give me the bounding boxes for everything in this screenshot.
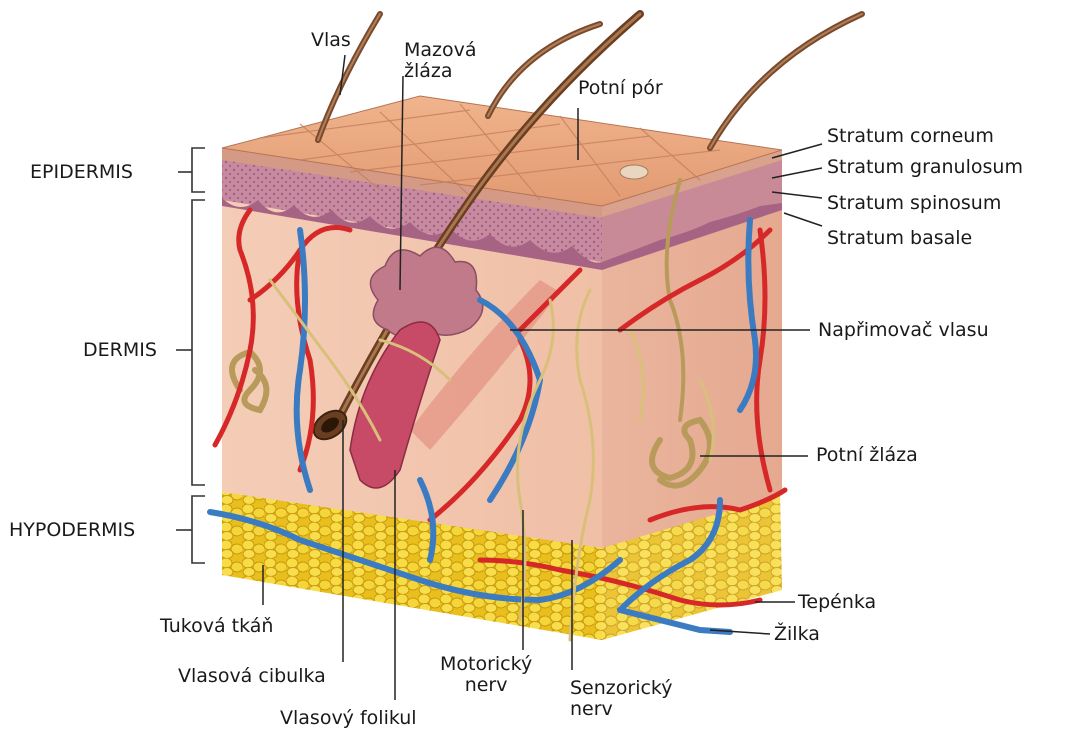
label-hair-bulb: Vlasová cibulka [178, 666, 326, 687]
layer-brackets [176, 148, 205, 563]
sweat-pore [620, 165, 648, 179]
label-stratum-corneum: Stratum corneum [827, 126, 994, 147]
label-stratum-granulosum: Stratum granulosum [827, 157, 1023, 178]
label-arteriole: Tepénka [798, 592, 876, 613]
label-hair-follicle: Vlasový folikul [280, 708, 417, 729]
label-motor-nerve: Motorický nerv [440, 654, 532, 696]
label-dermis: DERMIS [83, 340, 157, 361]
label-hair: Vlas [311, 30, 351, 51]
label-stratum-spinosum: Stratum spinosum [827, 193, 1001, 214]
label-sensory-nerve: Senzorický nerv [570, 678, 673, 720]
label-sebaceous-gland: Mazová žláza [404, 40, 477, 82]
label-stratum-basale: Stratum basale [827, 228, 972, 249]
label-sweat-pore: Potní pór [578, 78, 663, 99]
label-epidermis: EPIDERMIS [30, 162, 133, 183]
label-sweat-gland: Potní žláza [816, 445, 918, 466]
label-arrector-pili: Napřimovač vlasu [818, 320, 989, 341]
label-venule: Žilka [774, 624, 820, 645]
label-adipose-tissue: Tuková tkáň [160, 616, 273, 637]
label-hypodermis: HYPODERMIS [9, 520, 135, 541]
